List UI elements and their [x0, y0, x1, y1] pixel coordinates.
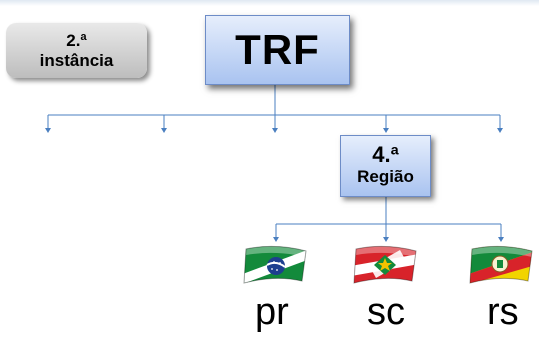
region-line1: 4.ª [372, 142, 399, 167]
arrowhead-2 [161, 128, 167, 133]
arrowhead-pr [273, 237, 279, 242]
trf-label: TRF [235, 26, 320, 73]
state-label-pr: pr [255, 291, 289, 333]
trf-box: TRF [205, 15, 350, 85]
region-box: 4.ª Região [340, 135, 431, 197]
arrowhead-5 [497, 128, 503, 133]
state-label-rs: rs [487, 291, 519, 333]
rio-grande-do-sul-flag-icon [469, 245, 533, 284]
state-label-sc: sc [367, 291, 405, 333]
instance-line1: 2.ª [66, 30, 87, 50]
instance-line2: instância [39, 50, 114, 70]
instance-box: 2.ª instância [6, 23, 147, 78]
arrowhead-sc [383, 237, 389, 242]
arrowhead-rs [498, 237, 504, 242]
region-line2: Região [357, 167, 414, 186]
arrowhead-3 [272, 128, 278, 133]
parana-flag-icon [243, 245, 307, 284]
santa-catarina-flag-icon [353, 245, 417, 284]
arrowhead-4 [383, 128, 389, 133]
top-band [0, 0, 539, 6]
arrowhead-1 [45, 128, 51, 133]
